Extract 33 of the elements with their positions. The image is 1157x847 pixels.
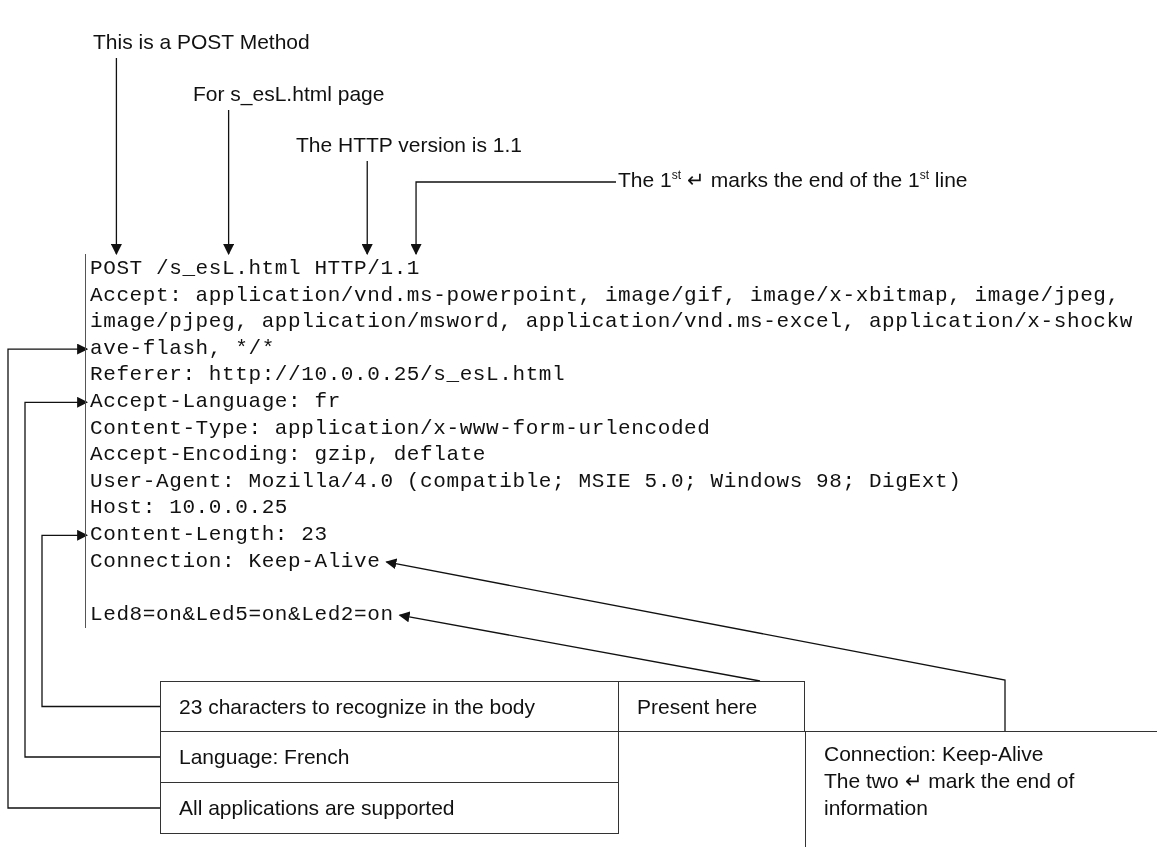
code-line: Connection: Keep-Alive (90, 548, 381, 576)
arrow (410, 181, 617, 256)
note-cell: Language: French (160, 731, 619, 783)
code-token: HTTP/1.1 (314, 256, 421, 283)
annotation-text: For s_esL.html page (193, 82, 385, 106)
note-box (805, 731, 1157, 847)
note-cell: All applications are supported (160, 782, 619, 834)
note-heading: Connection: Keep-Alive (824, 741, 1044, 767)
note-text: The two ↵ mark the end of information (824, 768, 1076, 821)
code-token: /s_esL.html (156, 256, 302, 283)
code-line: Referer: http://10.0.0.25/s_esL.html (90, 362, 566, 389)
arrow (41, 529, 161, 708)
arrow (385, 558, 1006, 732)
annotation-text: The 1$^{st}$ ↵ marks the end of the 1$^{st}$ line (618, 168, 968, 192)
arrow (24, 396, 161, 758)
annotation-text: This is a POST Method (93, 30, 310, 54)
annotation-text: The HTTP version is 1.1 (296, 133, 523, 157)
arrow (7, 343, 161, 809)
note-cell: 23 characters to recognize in the body (160, 681, 619, 732)
code-line: Host: 10.0.0.25 (90, 495, 289, 522)
code-line: Accept-Encoding: gzip, deflate (90, 442, 487, 469)
code-line: Led8=on&Led5=on&Led2=on (90, 601, 394, 629)
arrow (110, 57, 122, 256)
code-line: Accept-Language: fr (90, 389, 341, 416)
arrow (361, 160, 373, 256)
note-cell: Present here (618, 681, 805, 732)
code-line: Accept: application/vnd.ms-powerpoint, image/gif, image/x-xbitmap, image/jpeg, image/pjpeg, application/msword, application/vnd.ms-excel, application/x-shockwave-flash, */* (90, 282, 1139, 363)
arrow (223, 109, 235, 256)
code-line: Content-Length: 23 (90, 522, 328, 549)
code-line: Content-Type: application/x-www-form-urlencoded (90, 415, 711, 443)
arrow (398, 611, 761, 682)
code-token: POST (90, 256, 143, 283)
code-line: User-Agent: Mozilla/4.0 (compatible; MSIE 5.0; Windows 98; DigExt) (90, 468, 962, 496)
